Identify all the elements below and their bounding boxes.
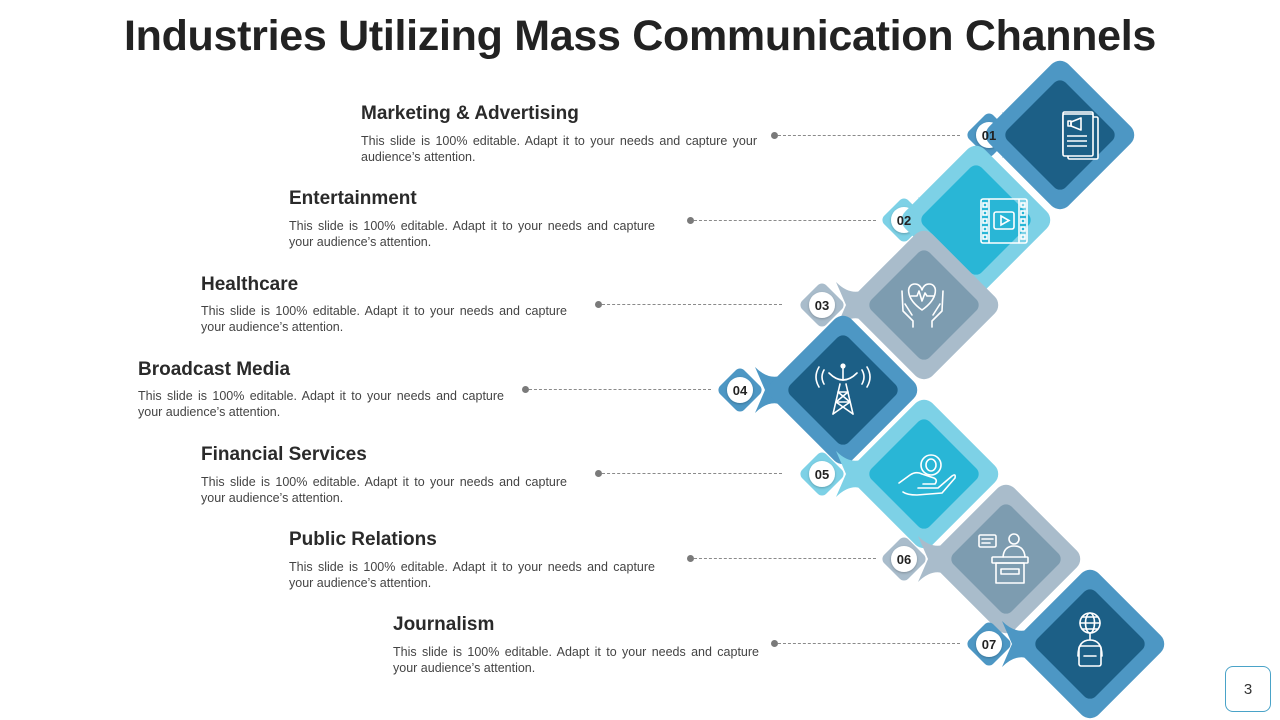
- badge-number-1: 01: [982, 128, 996, 143]
- coin-hand-icon: [898, 454, 956, 496]
- diamond-group-6: [882, 484, 1081, 634]
- diamond-group-7: [967, 569, 1165, 719]
- badge-number-7: 07: [982, 637, 996, 652]
- item-title-7: Journalism: [393, 614, 495, 635]
- item-desc-5: This slide is 100% editable. Adapt it to…: [201, 475, 567, 505]
- badge-number-4: 04: [733, 383, 748, 398]
- item-title-3: Healthcare: [201, 274, 299, 295]
- connector-dot-5: [595, 470, 602, 477]
- connector-line-6: [694, 558, 876, 559]
- speaker-podium-icon: [978, 533, 1029, 584]
- diamond-group-4: [718, 315, 918, 465]
- globe-reporter-icon: [1077, 612, 1103, 667]
- item-title-5: Financial Services: [201, 444, 367, 465]
- diamond-group-1: [967, 60, 1135, 210]
- connector-dot-2: [687, 217, 694, 224]
- satellite-tower-icon: [815, 363, 871, 415]
- connector-dot-7: [771, 640, 778, 647]
- badge-number-3: 03: [815, 298, 829, 313]
- diamond-group-3: [800, 230, 999, 380]
- connector-line-4: [529, 389, 711, 390]
- page-number: 3: [1225, 666, 1271, 712]
- item-desc-7: This slide is 100% editable. Adapt it to…: [393, 645, 759, 675]
- item-desc-2: This slide is 100% editable. Adapt it to…: [289, 219, 655, 249]
- item-title-4: Broadcast Media: [138, 359, 291, 380]
- connector-line-3: [602, 304, 782, 305]
- slide-title: Industries Utilizing Mass Communication …: [123, 12, 1157, 60]
- item-desc-3: This slide is 100% editable. Adapt it to…: [201, 304, 567, 334]
- diamond-group-5: [800, 399, 999, 549]
- item-desc-1: This slide is 100% editable. Adapt it to…: [361, 134, 757, 164]
- item-desc-4: This slide is 100% editable. Adapt it to…: [138, 389, 504, 419]
- page-number-label: 3: [1243, 680, 1253, 698]
- connector-line-1: [778, 135, 960, 136]
- item-desc-6: This slide is 100% editable. Adapt it to…: [289, 560, 655, 590]
- megaphone-document-icon: [1062, 111, 1099, 160]
- badge-number-6: 06: [897, 552, 911, 567]
- heart-hands-icon: [901, 283, 944, 328]
- connector-dot-1: [771, 132, 778, 139]
- connector-line-2: [694, 220, 876, 221]
- badge-number-2: 02: [897, 213, 911, 228]
- item-title-6: Public Relations: [289, 529, 437, 550]
- badge-number-5: 05: [815, 467, 829, 482]
- item-title-2: Entertainment: [289, 188, 417, 209]
- connector-line-5: [602, 473, 782, 474]
- connector-dot-3: [595, 301, 602, 308]
- connector-dot-6: [687, 555, 694, 562]
- connector-line-7: [778, 643, 960, 644]
- connector-dot-4: [522, 386, 529, 393]
- film-play-icon: [980, 198, 1028, 244]
- item-title-1: Marketing & Advertising: [361, 103, 579, 124]
